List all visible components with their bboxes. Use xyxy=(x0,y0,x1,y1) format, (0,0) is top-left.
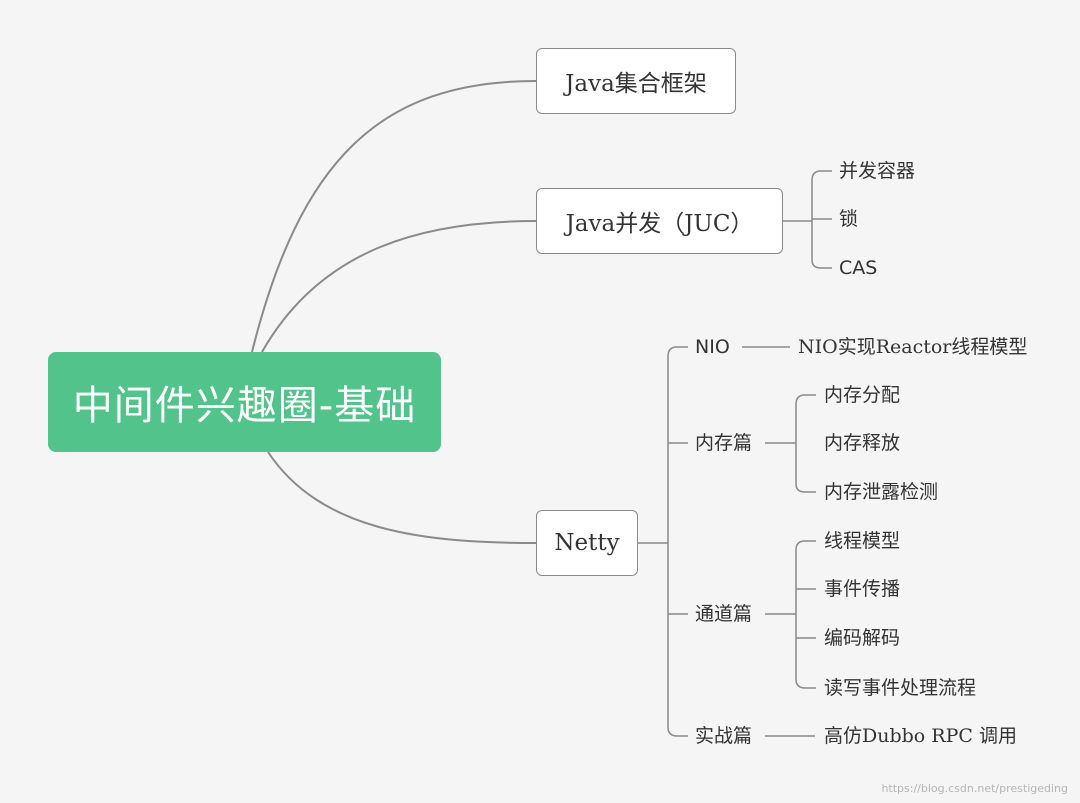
leaf-memory-allocation[interactable]: 内存分配 xyxy=(824,384,901,406)
root-node[interactable]: 中间件兴趣圈-基础 xyxy=(48,352,441,452)
node-java-collections[interactable]: Java集合框架 xyxy=(536,48,736,114)
node-nio[interactable]: NIO xyxy=(695,336,730,358)
leaf-concurrent-containers[interactable]: 并发容器 xyxy=(839,160,916,182)
connector-root-juc xyxy=(261,220,537,353)
node-netty[interactable]: Netty xyxy=(536,510,638,576)
leaf-dubbo-rpc[interactable]: 高仿Dubbo RPC 调用 xyxy=(824,725,1017,747)
watermark: https://blog.csdn.net/prestigeding xyxy=(881,782,1068,795)
leaf-lock[interactable]: 锁 xyxy=(839,208,859,230)
leaf-nio-reactor[interactable]: NIO实现Reactor线程模型 xyxy=(798,336,1028,358)
leaf-memory-leak-detection[interactable]: 内存泄露检测 xyxy=(824,481,939,503)
node-practice[interactable]: 实战篇 xyxy=(695,725,753,747)
leaf-event-propagation[interactable]: 事件传播 xyxy=(824,578,901,600)
connector-netty-bracket xyxy=(638,346,688,737)
leaf-cas[interactable]: CAS xyxy=(839,257,878,279)
connector-channel-bracket xyxy=(765,540,816,689)
node-channel[interactable]: 通道篇 xyxy=(695,603,753,625)
connector-root-collections xyxy=(251,80,537,353)
leaf-read-write-flow[interactable]: 读写事件处理流程 xyxy=(824,677,977,699)
node-memory[interactable]: 内存篇 xyxy=(695,432,753,454)
connector-root-netty xyxy=(267,451,537,544)
connector-memory-bracket xyxy=(765,394,816,493)
node-java-juc[interactable]: Java并发（JUC） xyxy=(536,188,783,254)
leaf-codec[interactable]: 编码解码 xyxy=(824,627,901,649)
leaf-thread-model[interactable]: 线程模型 xyxy=(824,530,901,552)
connector-juc-bracket xyxy=(783,170,832,269)
leaf-memory-release[interactable]: 内存释放 xyxy=(824,432,901,454)
